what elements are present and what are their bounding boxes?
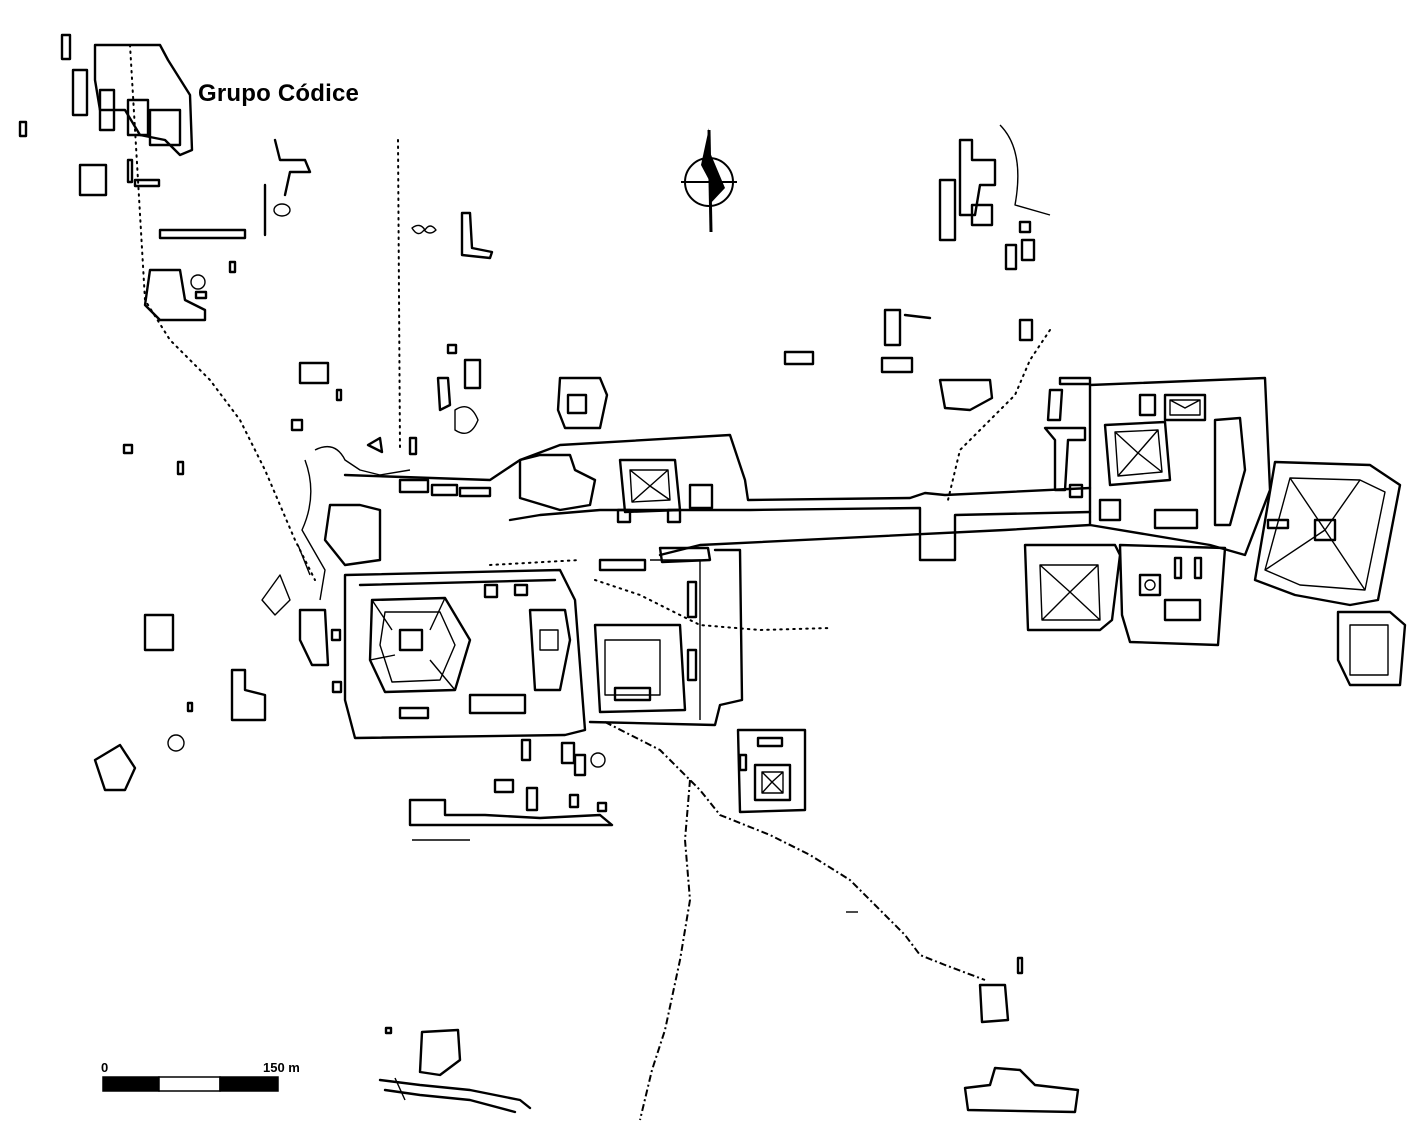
north-arrow-icon <box>681 128 737 233</box>
east-acropolis-quadrangle <box>588 546 744 727</box>
northeast-structures <box>938 124 1051 271</box>
scale-bar <box>102 1076 279 1092</box>
trail-east <box>947 329 1051 501</box>
north-center-structures <box>122 211 1034 476</box>
south-structures <box>378 728 1080 1114</box>
trail-north-vertical <box>397 139 401 451</box>
map-title-grupo-codice: Grupo Códice <box>198 80 360 107</box>
trail-codice <box>129 44 316 581</box>
trail-acropolis-north <box>489 559 581 566</box>
trail-east-south <box>594 579 831 632</box>
grupo-codice-structures <box>18 33 312 322</box>
eastern-group <box>1023 376 1407 687</box>
west-structures <box>93 436 492 792</box>
trail-southwest <box>639 779 692 1121</box>
causeway-pyramids <box>518 453 714 524</box>
scale-max-label: 150 m <box>263 1060 300 1075</box>
scale-min-label: 0 <box>101 1060 109 1075</box>
trail-south <box>604 721 986 981</box>
central-causeway <box>343 433 1092 720</box>
central-acropolis <box>261 544 587 740</box>
